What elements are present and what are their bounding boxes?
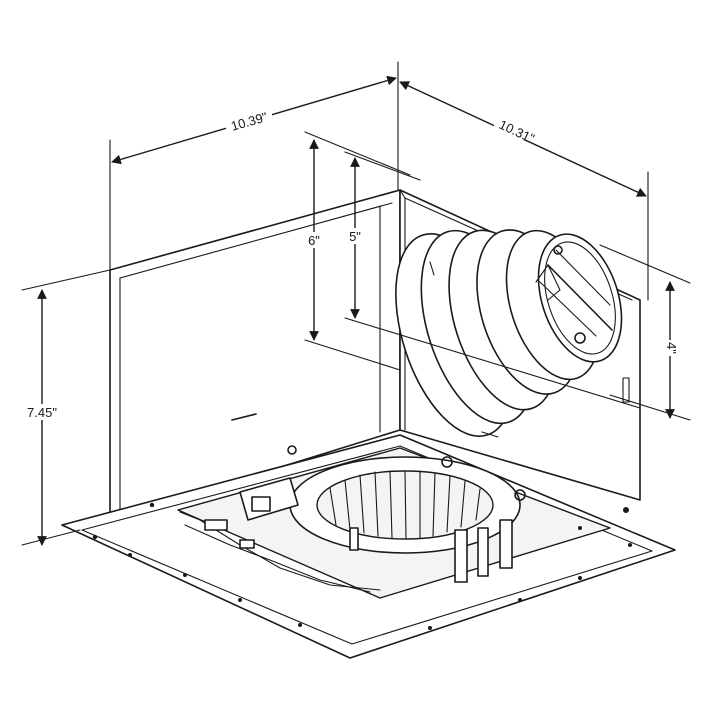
front-slot	[231, 413, 257, 421]
height-label: 7.45"	[27, 405, 57, 420]
mounting-flange	[61, 434, 676, 659]
mounting-holes	[92, 445, 632, 630]
duct-collar	[395, 229, 623, 438]
side-slot	[622, 377, 630, 403]
housing-height-label: 6"	[308, 233, 320, 248]
damper-flap	[547, 264, 613, 331]
duct-center-label: 5"	[349, 229, 361, 244]
depth-label: 10.31"	[497, 117, 537, 146]
mount-leg	[454, 529, 468, 583]
blower-blades	[329, 470, 481, 540]
duct-diameter-label: 4"	[664, 342, 679, 354]
